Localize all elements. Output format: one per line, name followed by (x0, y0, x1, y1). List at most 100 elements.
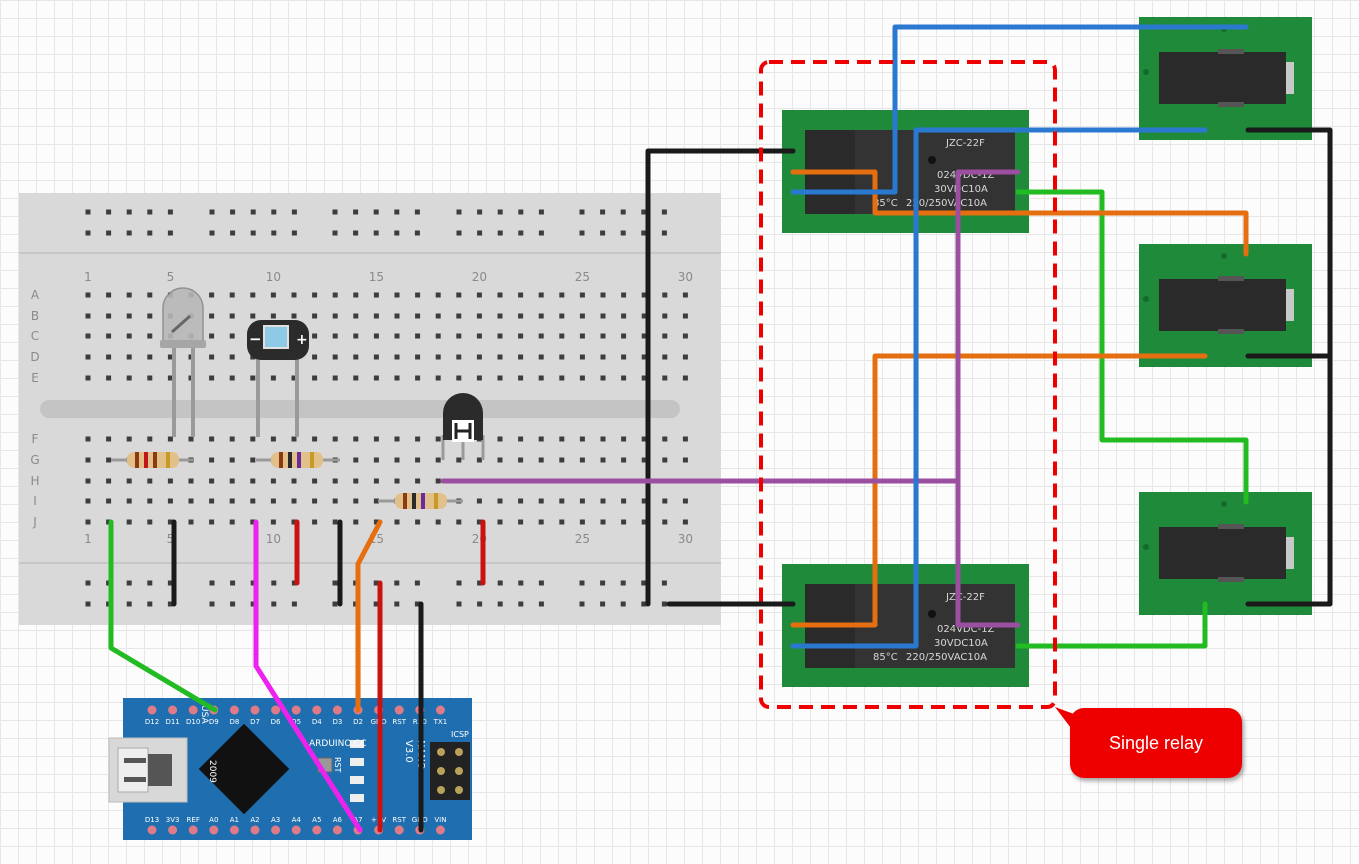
arduino-bottom-pin (435, 825, 445, 835)
arduino-bottom-pin (394, 825, 404, 835)
arduino-top-pin-label: RST (392, 718, 406, 726)
column-number-bottom: 25 (575, 532, 590, 546)
column-number-top: 15 (369, 270, 384, 284)
arduino-bottom-pin (229, 825, 239, 835)
arduino-top-pin (168, 705, 178, 715)
wire-black-relay1 (645, 148, 796, 607)
resistor-1 (111, 452, 193, 468)
wire-magenta-nano-a7 (253, 519, 363, 833)
arduino-top-pin-label: D2 (353, 718, 363, 726)
row-letter: I (33, 494, 37, 508)
column-number-bottom: 10 (266, 532, 281, 546)
arduino-top-pin-label: D7 (250, 718, 260, 726)
arduino-top-pin (188, 705, 198, 715)
arduino-bottom-pin-label: A3 (271, 816, 280, 824)
arduino-bottom-pin (147, 825, 157, 835)
wire-green-relay1-jack3 (1015, 189, 1249, 505)
column-number-top: 25 (575, 270, 590, 284)
wire-black-jack-ground (1245, 127, 1333, 607)
arduino-top-pin (312, 705, 322, 715)
arduino-top-pin (271, 705, 281, 715)
relays: JZC-22F 024VDC-1Z 30VDC10A 85°C 220/250VAC10… (782, 110, 1029, 687)
row-letter: A (31, 288, 40, 302)
wire-blue-jack1-top (790, 24, 1249, 195)
arduino-top-pin-label: D12 (145, 718, 159, 726)
arduino-bottom-pin-label: A4 (292, 816, 302, 824)
row-letter: F (32, 432, 39, 446)
relay-coil-label: 024VDC-1Z (937, 170, 995, 181)
single-relay-callout: Single relay (1070, 708, 1242, 778)
arduino-top-pin (147, 705, 157, 715)
arduino-top-pin-label: D10 (186, 718, 200, 726)
arduino-year: 2009 (207, 760, 217, 783)
relay-ac-rating: 220/250VAC10A (906, 198, 987, 209)
arduino-top-pin (394, 705, 404, 715)
arduino-bottom-pin (250, 825, 260, 835)
relay-temp-rating: 85°C (873, 198, 898, 209)
audio-jack-2 (1139, 244, 1312, 367)
arduino-rst-label: RST (333, 757, 342, 773)
row-letter: B (31, 309, 39, 323)
audio-jack-1 (1139, 17, 1312, 140)
wires (108, 24, 1333, 833)
icsp-header (430, 742, 470, 800)
column-number-top: 10 (266, 270, 281, 284)
arduino-top-pin-label: D6 (271, 718, 281, 726)
audio-jacks (1139, 17, 1312, 615)
arduino-bottom-pin (209, 825, 219, 835)
wire-purple-relay-coils (955, 169, 1021, 628)
usb-connector (108, 737, 188, 803)
arduino-bottom-pin (291, 825, 301, 835)
arduino-top-pin-label: D3 (332, 718, 342, 726)
resistor-3 (378, 493, 463, 509)
wire-orange-relay2-jack2 (790, 353, 1208, 628)
relay-coil-label: 024VDC-1Z (937, 624, 995, 635)
arduino-bottom-pin-label: D13 (145, 816, 159, 824)
svg-text:−: − (249, 330, 262, 348)
arduino-top-pin-label: D8 (229, 718, 239, 726)
photoresistor: − + (247, 320, 309, 437)
wire-blue-jack1-relay2 (790, 127, 1208, 649)
row-letter: J (32, 515, 37, 529)
breadboard-center-channel (40, 400, 680, 418)
arduino-bottom-pin (188, 825, 198, 835)
wire-green-nano-d9 (108, 519, 218, 713)
arduino-top-pin-label: D11 (165, 718, 179, 726)
arduino-bottom-pin-label: A0 (209, 816, 218, 824)
arduino-top-pin (250, 705, 260, 715)
column-number-bottom: 5 (167, 532, 175, 546)
resistors (111, 452, 463, 509)
arduino-top-pin-label: D5 (291, 718, 301, 726)
arduino-bottom-pin-label: A7 (353, 816, 362, 824)
column-number-bottom: 1 (84, 532, 92, 546)
arduino-top-pin (291, 705, 301, 715)
row-letter: C (31, 329, 39, 343)
row-letter: G (30, 453, 39, 467)
single-relay-callout-label: Single relay (1108, 732, 1204, 753)
arduino-bottom-pin-label: A5 (312, 816, 321, 824)
arduino-bottom-pin-label: A1 (230, 816, 239, 824)
icsp-label: ICSP (451, 730, 469, 739)
arduino-bottom-pin-label: A6 (333, 816, 343, 824)
arduino-bottom-pin (332, 825, 342, 835)
relay-model-label: JZC-22F (945, 592, 985, 603)
audio-jack-3 (1139, 492, 1312, 615)
column-number-top: 20 (472, 270, 487, 284)
arduino-top-pin (332, 705, 342, 715)
row-letter: H (30, 474, 39, 488)
arduino-bottom-pin (168, 825, 178, 835)
power-rail-holes (85, 209, 667, 607)
resistor-2 (256, 452, 340, 468)
arduino-brand: ARDUINO.CC (309, 739, 366, 749)
arduino-version: V3.0 (403, 740, 414, 763)
relay-dc-rating: 30VDC10A (934, 638, 988, 649)
arduino-bottom-pin-label: RST (392, 816, 406, 824)
column-number-top: 5 (167, 270, 175, 284)
arduino-bottom-pin (271, 825, 281, 835)
row-letter: D (30, 350, 39, 364)
arduino-bottom-pin (312, 825, 322, 835)
transistor (441, 393, 485, 460)
